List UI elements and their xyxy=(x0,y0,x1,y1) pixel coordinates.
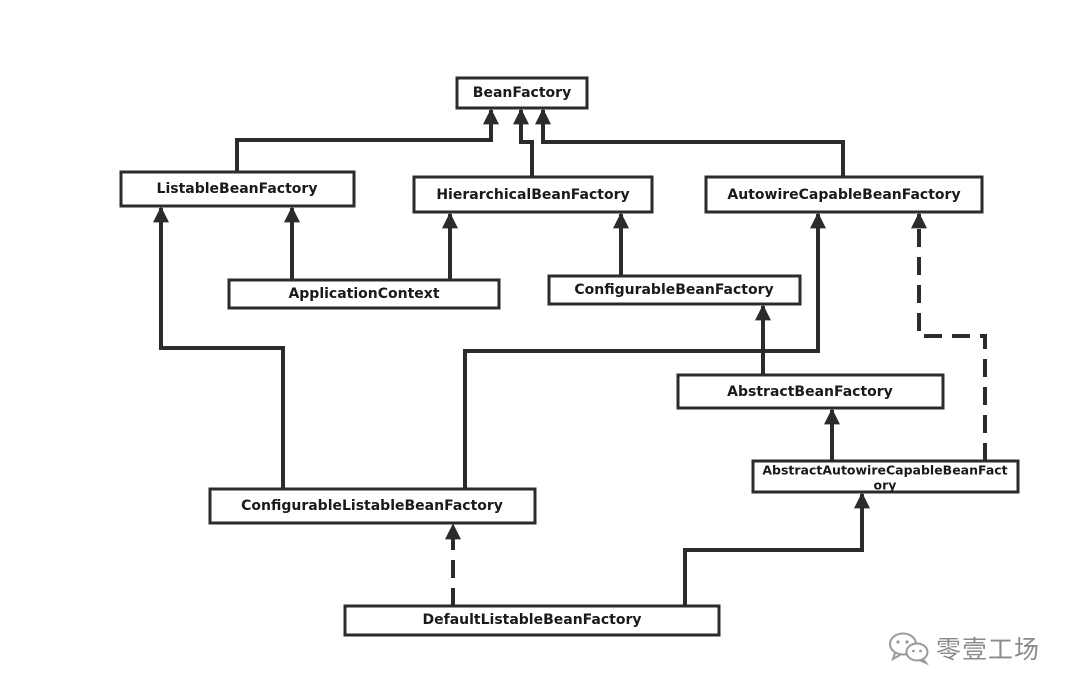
node-abstractautowirecapablebeanfactory: AbstractAutowireCapableBeanFact ory xyxy=(751,459,1020,494)
edge-autowire-to-beanfactory xyxy=(535,108,845,177)
node-applicationcontext: ApplicationContext xyxy=(227,278,501,310)
node-label: AbstractBeanFactory xyxy=(727,384,893,400)
node-label-line-2: ory xyxy=(874,478,897,493)
node-beanfactory: BeanFactory xyxy=(455,76,589,110)
node-listablebeanfactory: ListableBeanFactory xyxy=(119,170,356,208)
node-autowirecapablebeanfactory: AutowireCapableBeanFactory xyxy=(704,175,984,214)
watermark-text: 零壹工场 xyxy=(936,635,1041,664)
wechat-icon xyxy=(889,632,929,665)
node-label: ConfigurableBeanFactory xyxy=(574,282,773,298)
node-configurablebeanfactory: ConfigurableBeanFactory xyxy=(547,274,802,306)
edge-default-to-abstractautowire xyxy=(683,492,870,606)
node-label: ApplicationContext xyxy=(288,286,439,302)
node-label: HierarchicalBeanFactory xyxy=(436,187,629,203)
node-label: BeanFactory xyxy=(473,85,571,101)
node-abstractbeanfactory: AbstractBeanFactory xyxy=(676,373,945,410)
edge-configlistable-to-listable xyxy=(153,206,285,489)
edge-abstractautowire-to-autowire xyxy=(911,212,987,461)
node-label: DefaultListableBeanFactory xyxy=(422,612,641,628)
edges xyxy=(153,108,987,606)
watermark: 零壹工场 xyxy=(888,630,1040,666)
node-label: ListableBeanFactory xyxy=(157,181,318,197)
edge-hierarchical-to-beanfactory xyxy=(513,108,534,177)
node-configurablelistablebeanfactory: ConfigurableListableBeanFactory xyxy=(208,487,537,525)
edge-configlistable-to-autowire xyxy=(463,212,826,489)
node-label: ConfigurableListableBeanFactory xyxy=(241,498,503,514)
edge-listable-to-beanfactory xyxy=(235,108,499,172)
node-hierarchicalbeanfactory: HierarchicalBeanFactory xyxy=(412,175,654,214)
node-label-line-1: AbstractAutowireCapableBeanFact xyxy=(762,463,1007,478)
node-label: AutowireCapableBeanFactory xyxy=(727,187,960,203)
node-defaultlistablebeanfactory: DefaultListableBeanFactory xyxy=(343,604,721,637)
